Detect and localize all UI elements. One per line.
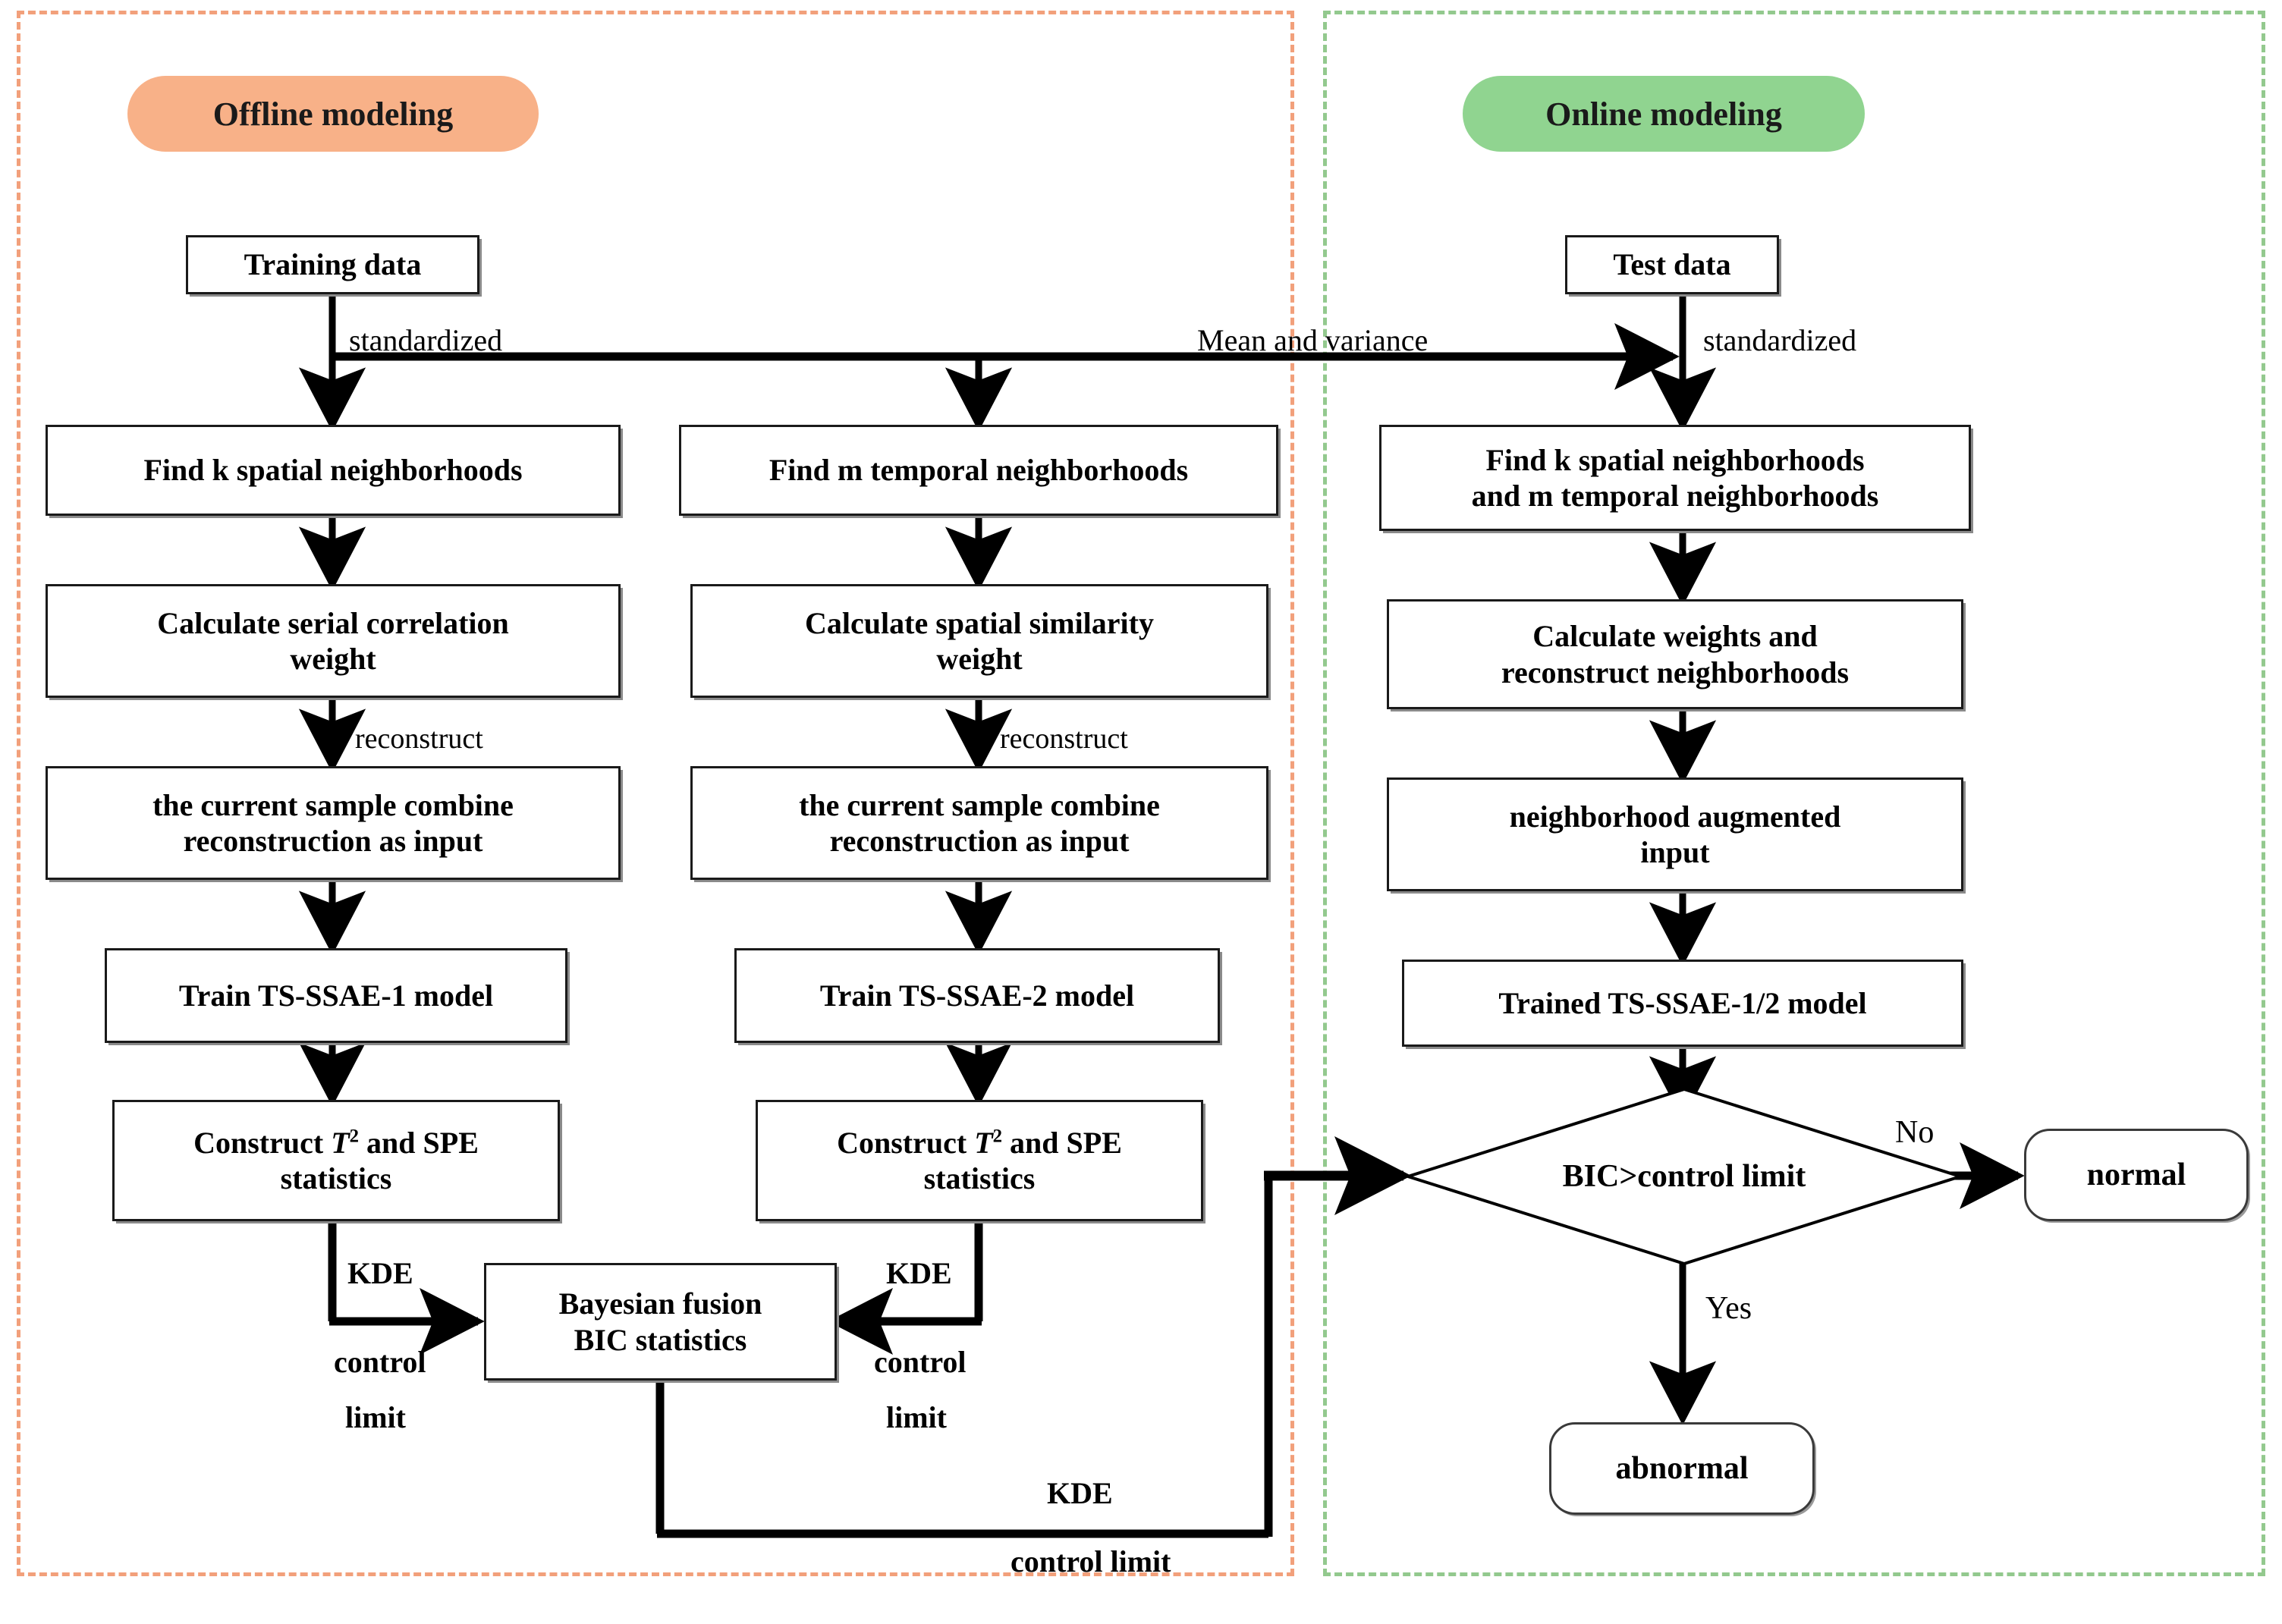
node-construct-stats-mid-label: Construct T2 and SPE statistics	[837, 1125, 1122, 1195]
node-train-ssae-1: Train TS-SSAE-1 model	[105, 948, 567, 1043]
node-train-ssae-1-label: Train TS-SSAE-1 model	[178, 978, 494, 1013]
node-training-data: Training data	[186, 235, 479, 294]
edge-label-mean-and-variance: Mean and variance	[1197, 323, 1429, 357]
pill-offline-label: Offline modeling	[212, 95, 454, 133]
edge-label-kde-bottom: KDE	[1047, 1476, 1113, 1510]
node-find-m-temporal-label: Find m temporal neighborhoods	[769, 453, 1189, 488]
node-calc-serial-correlation: Calculate serial correlation weight	[46, 584, 621, 698]
node-train-ssae-2: Train TS-SSAE-2 model	[734, 948, 1220, 1043]
node-normal-label: normal	[2086, 1158, 2186, 1192]
edge-label-standardized-right: standardized	[1703, 323, 1857, 357]
node-combine-input-left-label: the current sample combine reconstructio…	[152, 787, 514, 858]
diamond-shape	[1403, 1087, 1966, 1266]
node-find-k-spatial: Find k spatial neighborhoods	[46, 425, 621, 516]
edge-label-kde-left: KDE	[347, 1256, 413, 1290]
edge-label-control-mid: control	[874, 1345, 967, 1379]
edge-label-no: No	[1895, 1115, 1935, 1150]
node-construct-stats-left-label: Construct T2 and SPE statistics	[193, 1125, 479, 1195]
pill-online-label: Online modeling	[1545, 95, 1782, 133]
node-calc-weights-reconstruct: Calculate weights and reconstruct neighb…	[1387, 599, 1963, 709]
node-neighborhood-augmented: neighborhood augmented input	[1387, 777, 1963, 891]
node-decision-bic: BIC>control limit	[1403, 1086, 1966, 1267]
edge-label-limit-mid: limit	[886, 1400, 947, 1434]
edge-label-reconstruct-mid: reconstruct	[1000, 723, 1128, 755]
t-symbol-left: T	[331, 1125, 350, 1160]
statistics-line-mid: statistics	[923, 1161, 1036, 1195]
node-combine-input-mid-label: the current sample combine reconstructio…	[799, 787, 1160, 858]
node-bayesian-fusion: Bayesian fusion BIC statistics	[484, 1263, 837, 1381]
node-combine-input-left: the current sample combine reconstructio…	[46, 766, 621, 880]
region-online-modeling	[1323, 11, 2265, 1576]
pill-online-modeling: Online modeling	[1463, 76, 1865, 152]
node-test-data-label: Test data	[1613, 247, 1731, 282]
statistics-line-left: statistics	[280, 1161, 392, 1195]
t-exponent-left: 2	[349, 1126, 360, 1147]
pill-offline-modeling: Offline modeling	[127, 76, 539, 152]
node-find-m-temporal: Find m temporal neighborhoods	[679, 425, 1278, 516]
t-symbol-mid: T	[974, 1125, 993, 1160]
t-exponent-mid: 2	[992, 1126, 1003, 1147]
edge-label-control-limit-bottom: control limit	[1011, 1544, 1171, 1578]
edge-label-reconstruct-left: reconstruct	[355, 723, 483, 755]
node-trained-ssae-12-label: Trained TS-SSAE-1/2 model	[1498, 985, 1867, 1020]
node-training-data-label: Training data	[244, 247, 422, 282]
edge-label-yes: Yes	[1705, 1291, 1752, 1326]
node-find-k-spatial-label: Find k spatial neighborhoods	[143, 453, 523, 488]
node-test-data: Test data	[1565, 235, 1779, 294]
node-combine-input-mid: the current sample combine reconstructio…	[690, 766, 1268, 880]
node-train-ssae-2-label: Train TS-SSAE-2 model	[819, 978, 1135, 1013]
edge-label-standardized-left: standardized	[349, 323, 503, 357]
node-calc-spatial-similarity: Calculate spatial similarity weight	[690, 584, 1268, 698]
node-bayesian-fusion-label: Bayesian fusion BIC statistics	[558, 1286, 762, 1357]
node-find-k-and-m: Find k spatial neighborhoods and m tempo…	[1379, 425, 1971, 531]
edge-label-limit-left: limit	[345, 1400, 406, 1434]
region-offline-modeling	[17, 11, 1294, 1576]
node-abnormal: abnormal	[1549, 1422, 1815, 1515]
node-normal: normal	[2024, 1129, 2249, 1221]
node-construct-stats-mid: Construct T2 and SPE statistics	[756, 1100, 1203, 1221]
node-calc-spatial-similarity-label: Calculate spatial similarity weight	[805, 605, 1154, 676]
node-abnormal-label: abnormal	[1615, 1451, 1749, 1486]
node-decision-bic-label: BIC>control limit	[1562, 1159, 1806, 1194]
node-trained-ssae-12: Trained TS-SSAE-1/2 model	[1402, 960, 1963, 1047]
node-find-k-and-m-label: Find k spatial neighborhoods and m tempo…	[1471, 442, 1879, 513]
node-neighborhood-augmented-label: neighborhood augmented input	[1509, 799, 1841, 869]
node-construct-stats-left: Construct T2 and SPE statistics	[112, 1100, 560, 1221]
node-calc-weights-reconstruct-label: Calculate weights and reconstruct neighb…	[1501, 619, 1850, 689]
edge-label-kde-mid: KDE	[886, 1256, 952, 1290]
node-calc-serial-correlation-label: Calculate serial correlation weight	[157, 605, 509, 676]
edge-label-control-left: control	[334, 1345, 426, 1379]
